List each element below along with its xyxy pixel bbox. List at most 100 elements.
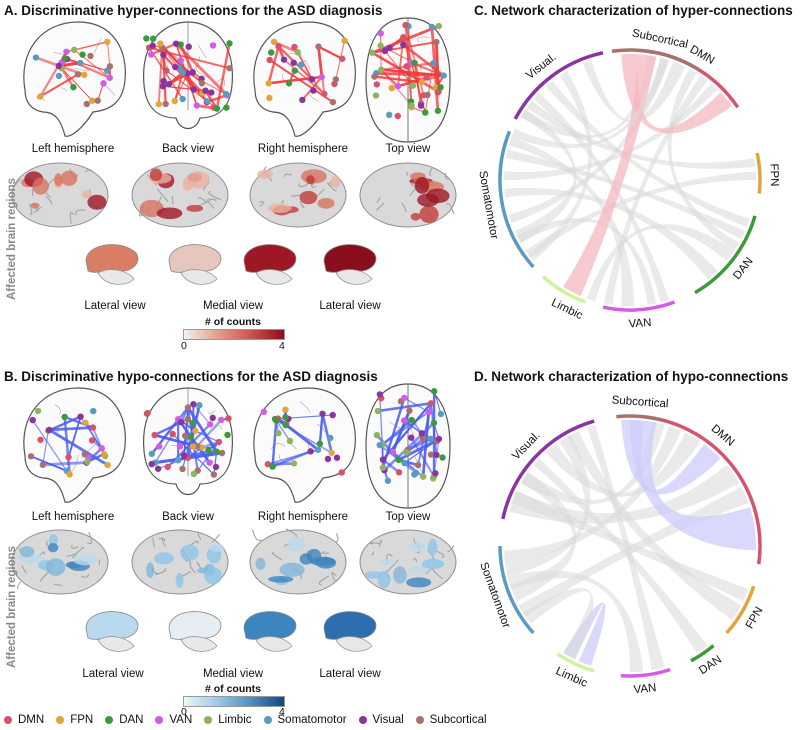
b-node-3-11 xyxy=(379,464,387,471)
a-gyrus-3-13 xyxy=(376,196,381,203)
a-affected-region-1-8 xyxy=(149,168,163,182)
b-node-3-31 xyxy=(418,430,426,437)
a-node-0-20 xyxy=(77,59,84,67)
a-cortex-2 xyxy=(249,162,347,228)
b-node-1-38 xyxy=(215,438,223,446)
d-arc-label-1: FPN xyxy=(744,605,766,631)
a-node-2-4 xyxy=(291,43,298,51)
a-node-0-9 xyxy=(71,46,78,54)
a-node-3-4 xyxy=(400,41,407,48)
a-node-2-11 xyxy=(268,49,275,56)
legend-dot-dmn xyxy=(4,716,12,724)
b-edge-0-11 xyxy=(48,428,109,467)
a-node-1-6 xyxy=(159,82,167,90)
c-arc-3 xyxy=(602,300,676,312)
b-node-3-22 xyxy=(439,454,446,461)
b-affected-region-1-6 xyxy=(146,562,155,579)
legend-label-dmn: DMN xyxy=(18,714,45,726)
b-edge-2-11 xyxy=(318,413,324,444)
b-affected-region-0-7 xyxy=(72,554,99,566)
a-affected-region-3-7 xyxy=(417,193,439,207)
b-node-3-41 xyxy=(406,407,413,414)
a-affected-region-3-8 xyxy=(414,177,430,194)
b-edge-3-9 xyxy=(421,411,431,477)
b-sulcus-0-3 xyxy=(54,404,61,415)
a-node-1-8 xyxy=(226,64,233,72)
b-node-1-15 xyxy=(164,463,171,471)
d-ribbon-10 xyxy=(586,424,665,671)
b-thalamus-1 xyxy=(180,636,218,652)
panel-a-sub-lateral-left: Lateral view xyxy=(84,300,146,312)
b-affected-region-3-2 xyxy=(379,558,397,566)
a-node-2-21 xyxy=(266,56,273,64)
b-gyrus-1-1 xyxy=(158,537,166,542)
b-node-2-15 xyxy=(328,449,335,457)
a-thalamus-0 xyxy=(97,269,135,285)
a-putamen-0 xyxy=(85,244,139,273)
a-node-3-15 xyxy=(377,42,384,49)
d-arc-label-2: DAN xyxy=(697,654,724,678)
a-node-2-23 xyxy=(318,73,325,81)
b-affected-region-0-8 xyxy=(47,543,59,553)
a-brain-2 xyxy=(253,21,356,137)
b-edge-3-18 xyxy=(404,438,440,464)
b-node-1-5 xyxy=(190,401,197,408)
a-node-1-20 xyxy=(177,57,184,64)
a-node-1-4 xyxy=(193,102,201,109)
d-ribbon-8 xyxy=(567,430,742,621)
b-gyrus-1-12 xyxy=(152,537,155,548)
b-gyrus-0-4 xyxy=(81,574,90,578)
a-edge-1-31 xyxy=(161,47,182,61)
a-gyrus-0-5 xyxy=(12,179,21,189)
a-node-3-36 xyxy=(371,73,378,80)
legend-dot-limbic xyxy=(204,716,213,724)
b-node-3-17 xyxy=(433,451,440,459)
a-node-1-35 xyxy=(223,104,230,111)
b-sulcus-2-1 xyxy=(316,424,326,433)
d-ribbon-6 xyxy=(630,420,756,551)
a-node-0-10 xyxy=(61,55,69,62)
b-node-3-9 xyxy=(427,451,435,458)
a-node-3-13 xyxy=(377,30,384,37)
a-edge-0-4 xyxy=(106,41,111,67)
legend-item-somatomotor: Somatomotor xyxy=(263,714,347,726)
b-node-2-19 xyxy=(282,421,289,429)
b-edge-2-13 xyxy=(321,413,333,454)
a-node-0-16 xyxy=(81,71,88,79)
b-putamen-0 xyxy=(85,611,139,640)
b-node-2-11 xyxy=(273,417,280,424)
a-putamen-3 xyxy=(323,244,377,273)
b-node-3-34 xyxy=(437,410,445,418)
b-gyrus-1-8 xyxy=(188,563,196,574)
b-node-1-41 xyxy=(189,419,196,427)
a-node-2-22 xyxy=(329,98,337,106)
b-affected-region-3-0 xyxy=(393,566,407,584)
a-cortex-surface-1 xyxy=(131,162,229,228)
b-node-2-18 xyxy=(329,411,336,419)
legend-label-fpn: FPN xyxy=(70,714,94,726)
panel-b-colorbar-max: 4 xyxy=(279,706,285,718)
b-node-3-32 xyxy=(435,435,443,443)
b-gyrus-3-12 xyxy=(369,542,380,545)
d-arc-label-7: Subcortical xyxy=(611,394,669,410)
b-node-0-23 xyxy=(66,471,73,478)
a-node-1-7 xyxy=(163,67,170,74)
b-edge-2-9 xyxy=(271,420,278,467)
b-node-2-9 xyxy=(324,455,332,463)
b-node-2-23 xyxy=(319,410,326,417)
a-node-2-15 xyxy=(299,96,306,104)
b-edge-3-30 xyxy=(381,397,406,468)
a-node-1-25 xyxy=(179,95,186,103)
b-affected-region-3-4 xyxy=(410,542,426,552)
a-node-2-0 xyxy=(275,43,282,50)
c-ribbon-6 xyxy=(621,53,732,134)
a-thalamus-3 xyxy=(335,269,373,285)
a-thalamus-2 xyxy=(255,269,293,285)
b-affected-region-0-4 xyxy=(45,558,66,576)
a-edge-3-27 xyxy=(397,76,428,88)
b-node-2-17 xyxy=(327,434,334,442)
b-node-0-1 xyxy=(37,436,44,443)
a-gyrus-3-10 xyxy=(444,172,449,180)
b-node-1-25 xyxy=(169,430,176,438)
b-node-3-40 xyxy=(376,441,383,449)
